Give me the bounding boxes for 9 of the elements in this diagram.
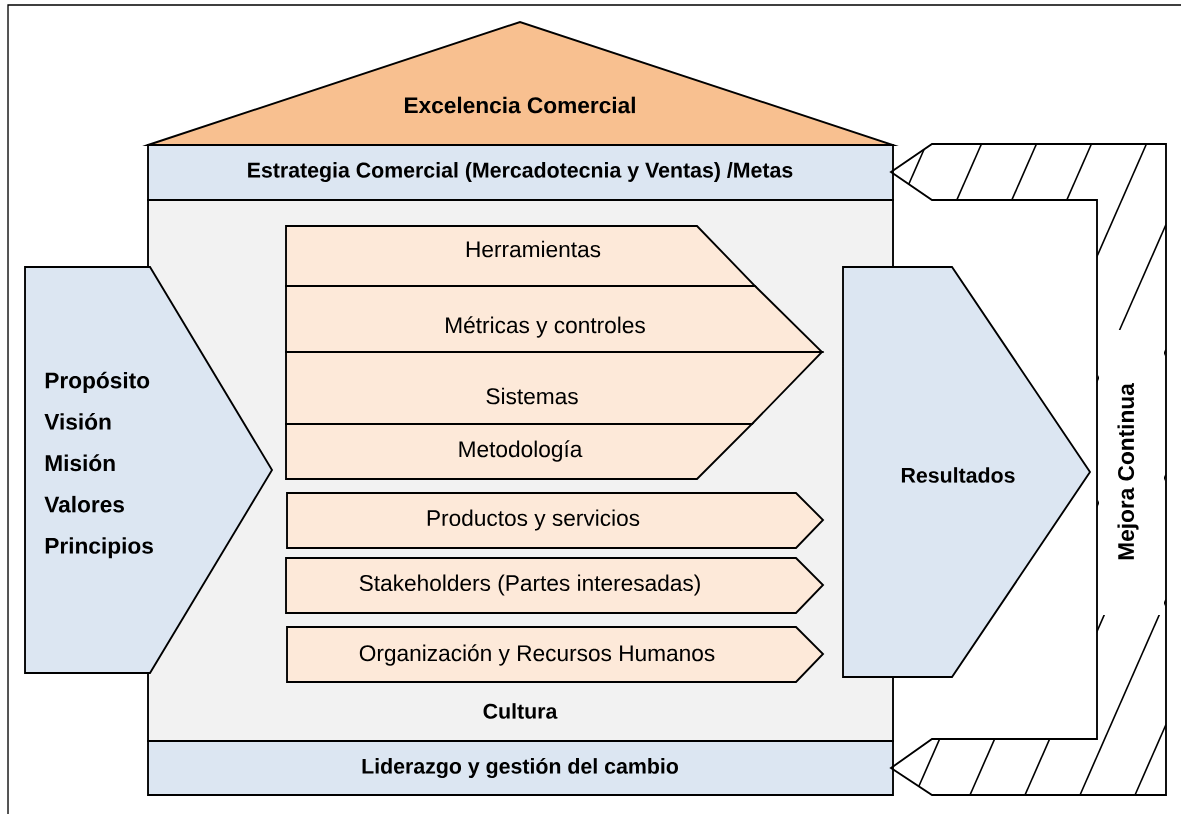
chevron-stripe: Sistemas	[285, 351, 825, 425]
leadership-band: Liderazgo y gestión del cambio	[147, 740, 894, 796]
chevron-box: Productos y servicios	[286, 492, 825, 549]
strategy-band: Estrategia Comercial (Mercadotecnia y Ventas) /Metas	[147, 144, 894, 201]
chevron-stripe: Herramientas	[285, 225, 758, 287]
chevron-box: Stakeholders (Partes interesadas)	[285, 557, 825, 614]
chevron-box: Organización y Recursos Humanos	[286, 626, 825, 683]
chevron-stripe: Metodología	[285, 423, 755, 480]
chevron-stripe: Métricas y controles	[285, 285, 825, 353]
